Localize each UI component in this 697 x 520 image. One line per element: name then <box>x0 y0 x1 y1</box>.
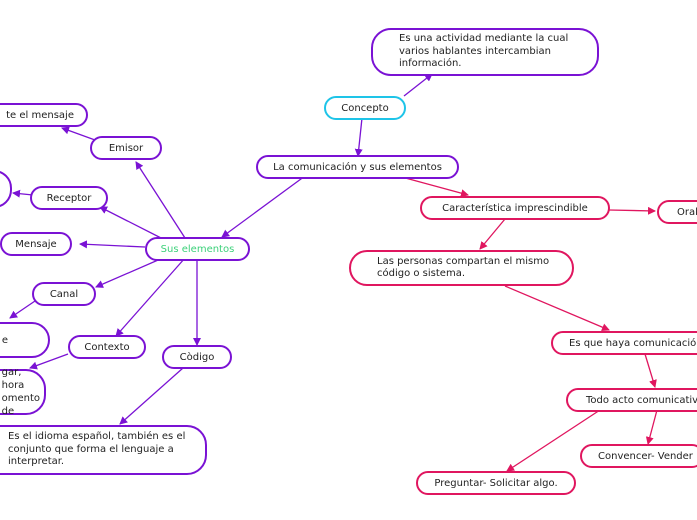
node-text: Es el idioma español, también es el conj… <box>8 431 186 468</box>
node-text: Es una actividad mediante la cual varios… <box>399 33 569 70</box>
node-mensaje[interactable]: Mensaje <box>0 232 72 256</box>
node-text: Preguntar- Solicitar algo. <box>434 477 558 489</box>
node-codigo[interactable]: Còdigo <box>162 345 232 369</box>
edge-codigo-to-def <box>119 367 184 425</box>
node-text: Emisor <box>108 142 144 154</box>
node-convencer-vender[interactable]: Convencer- Vender <box>580 444 697 468</box>
node-hay-comunicacion[interactable]: Es que haya comunicación <box>551 331 697 355</box>
node-text: Convencer- Vender <box>598 450 693 462</box>
node-text: Mensaje <box>15 238 57 250</box>
edge-acto-to-preguntar <box>506 409 601 472</box>
edge-main-to-caracteristica <box>397 175 469 198</box>
edge-elementos-to-emisor <box>135 161 186 239</box>
node-acto-comunicativo[interactable]: Todo acto comunicativo <box>566 388 697 412</box>
node-text: Receptor <box>46 192 92 204</box>
edge-haycom-to-acto <box>644 353 657 388</box>
edge-elementos-to-mensaje <box>79 240 146 249</box>
edge-main-to-elementos <box>221 175 306 238</box>
node-text: Còdigo <box>179 351 215 363</box>
node-text: e <box>1 334 8 346</box>
node-emisor[interactable]: Emisor <box>90 136 162 160</box>
edge-caracteristica-to-codigo <box>479 218 506 250</box>
node-text: Oral <box>677 206 697 218</box>
node-comunicacion-elementos[interactable]: La comunicación y sus elementos <box>256 155 459 179</box>
node-sus-elementos[interactable]: Sus elementos <box>145 237 250 261</box>
node-oral[interactable]: Oral <box>657 200 697 224</box>
node-canal-definicion[interactable]: e <box>0 322 50 358</box>
edge-elementos-to-receptor <box>99 206 166 241</box>
node-text: Es que haya comunicación <box>569 337 697 349</box>
node-concepto[interactable]: Concepto <box>324 96 406 120</box>
edge-elementos-to-canal <box>95 256 166 288</box>
node-text: te el mensaje <box>6 109 74 121</box>
edge-concepto-to-main <box>354 117 363 157</box>
node-codigo-compartido[interactable]: Las personas compartan el mismo código o… <box>349 250 574 286</box>
node-contexto-definicion[interactable]: gar, hora omento de <box>0 367 46 417</box>
node-text: La comunicación y sus elementos <box>273 161 442 173</box>
node-text: Las personas compartan el mismo código o… <box>377 255 550 280</box>
node-preguntar-solicitar[interactable]: Preguntar- Solicitar algo. <box>416 471 576 495</box>
edge-elementos-to-contexto <box>115 257 186 337</box>
edge-concepto-to-def <box>403 73 433 97</box>
node-text: Todo acto comunicativo <box>586 394 697 406</box>
edge-caracteristica-to-oral <box>608 206 656 215</box>
node-canal[interactable]: Canal <box>32 282 96 306</box>
node-text: gar, hora omento de <box>1 367 40 417</box>
node-text: Concepto <box>341 102 389 114</box>
edge-canal-to-def <box>9 300 36 319</box>
edge-emisor-to-def <box>61 126 96 141</box>
node-text: Característica imprescindible <box>442 202 588 214</box>
node-concepto-definicion[interactable]: Es una actividad mediante la cual varios… <box>371 28 599 76</box>
node-codigo-definicion[interactable]: Es el idioma español, también es el conj… <box>0 425 207 475</box>
node-receptor[interactable]: Receptor <box>30 186 108 210</box>
node-text: Contexto <box>84 341 130 353</box>
node-contexto[interactable]: Contexto <box>68 335 146 359</box>
node-text: Canal <box>49 288 79 300</box>
node-caracteristica[interactable]: Característica imprescindible <box>420 196 610 220</box>
node-emisor-definicion[interactable]: te el mensaje <box>0 103 88 127</box>
edge-contexto-to-def <box>29 353 69 370</box>
edge-acto-to-convencer <box>645 409 658 445</box>
node-text: Sus elementos <box>160 243 235 255</box>
edge-receptor-to-def <box>12 189 34 198</box>
edge-codigo-to-haycom <box>504 285 610 331</box>
